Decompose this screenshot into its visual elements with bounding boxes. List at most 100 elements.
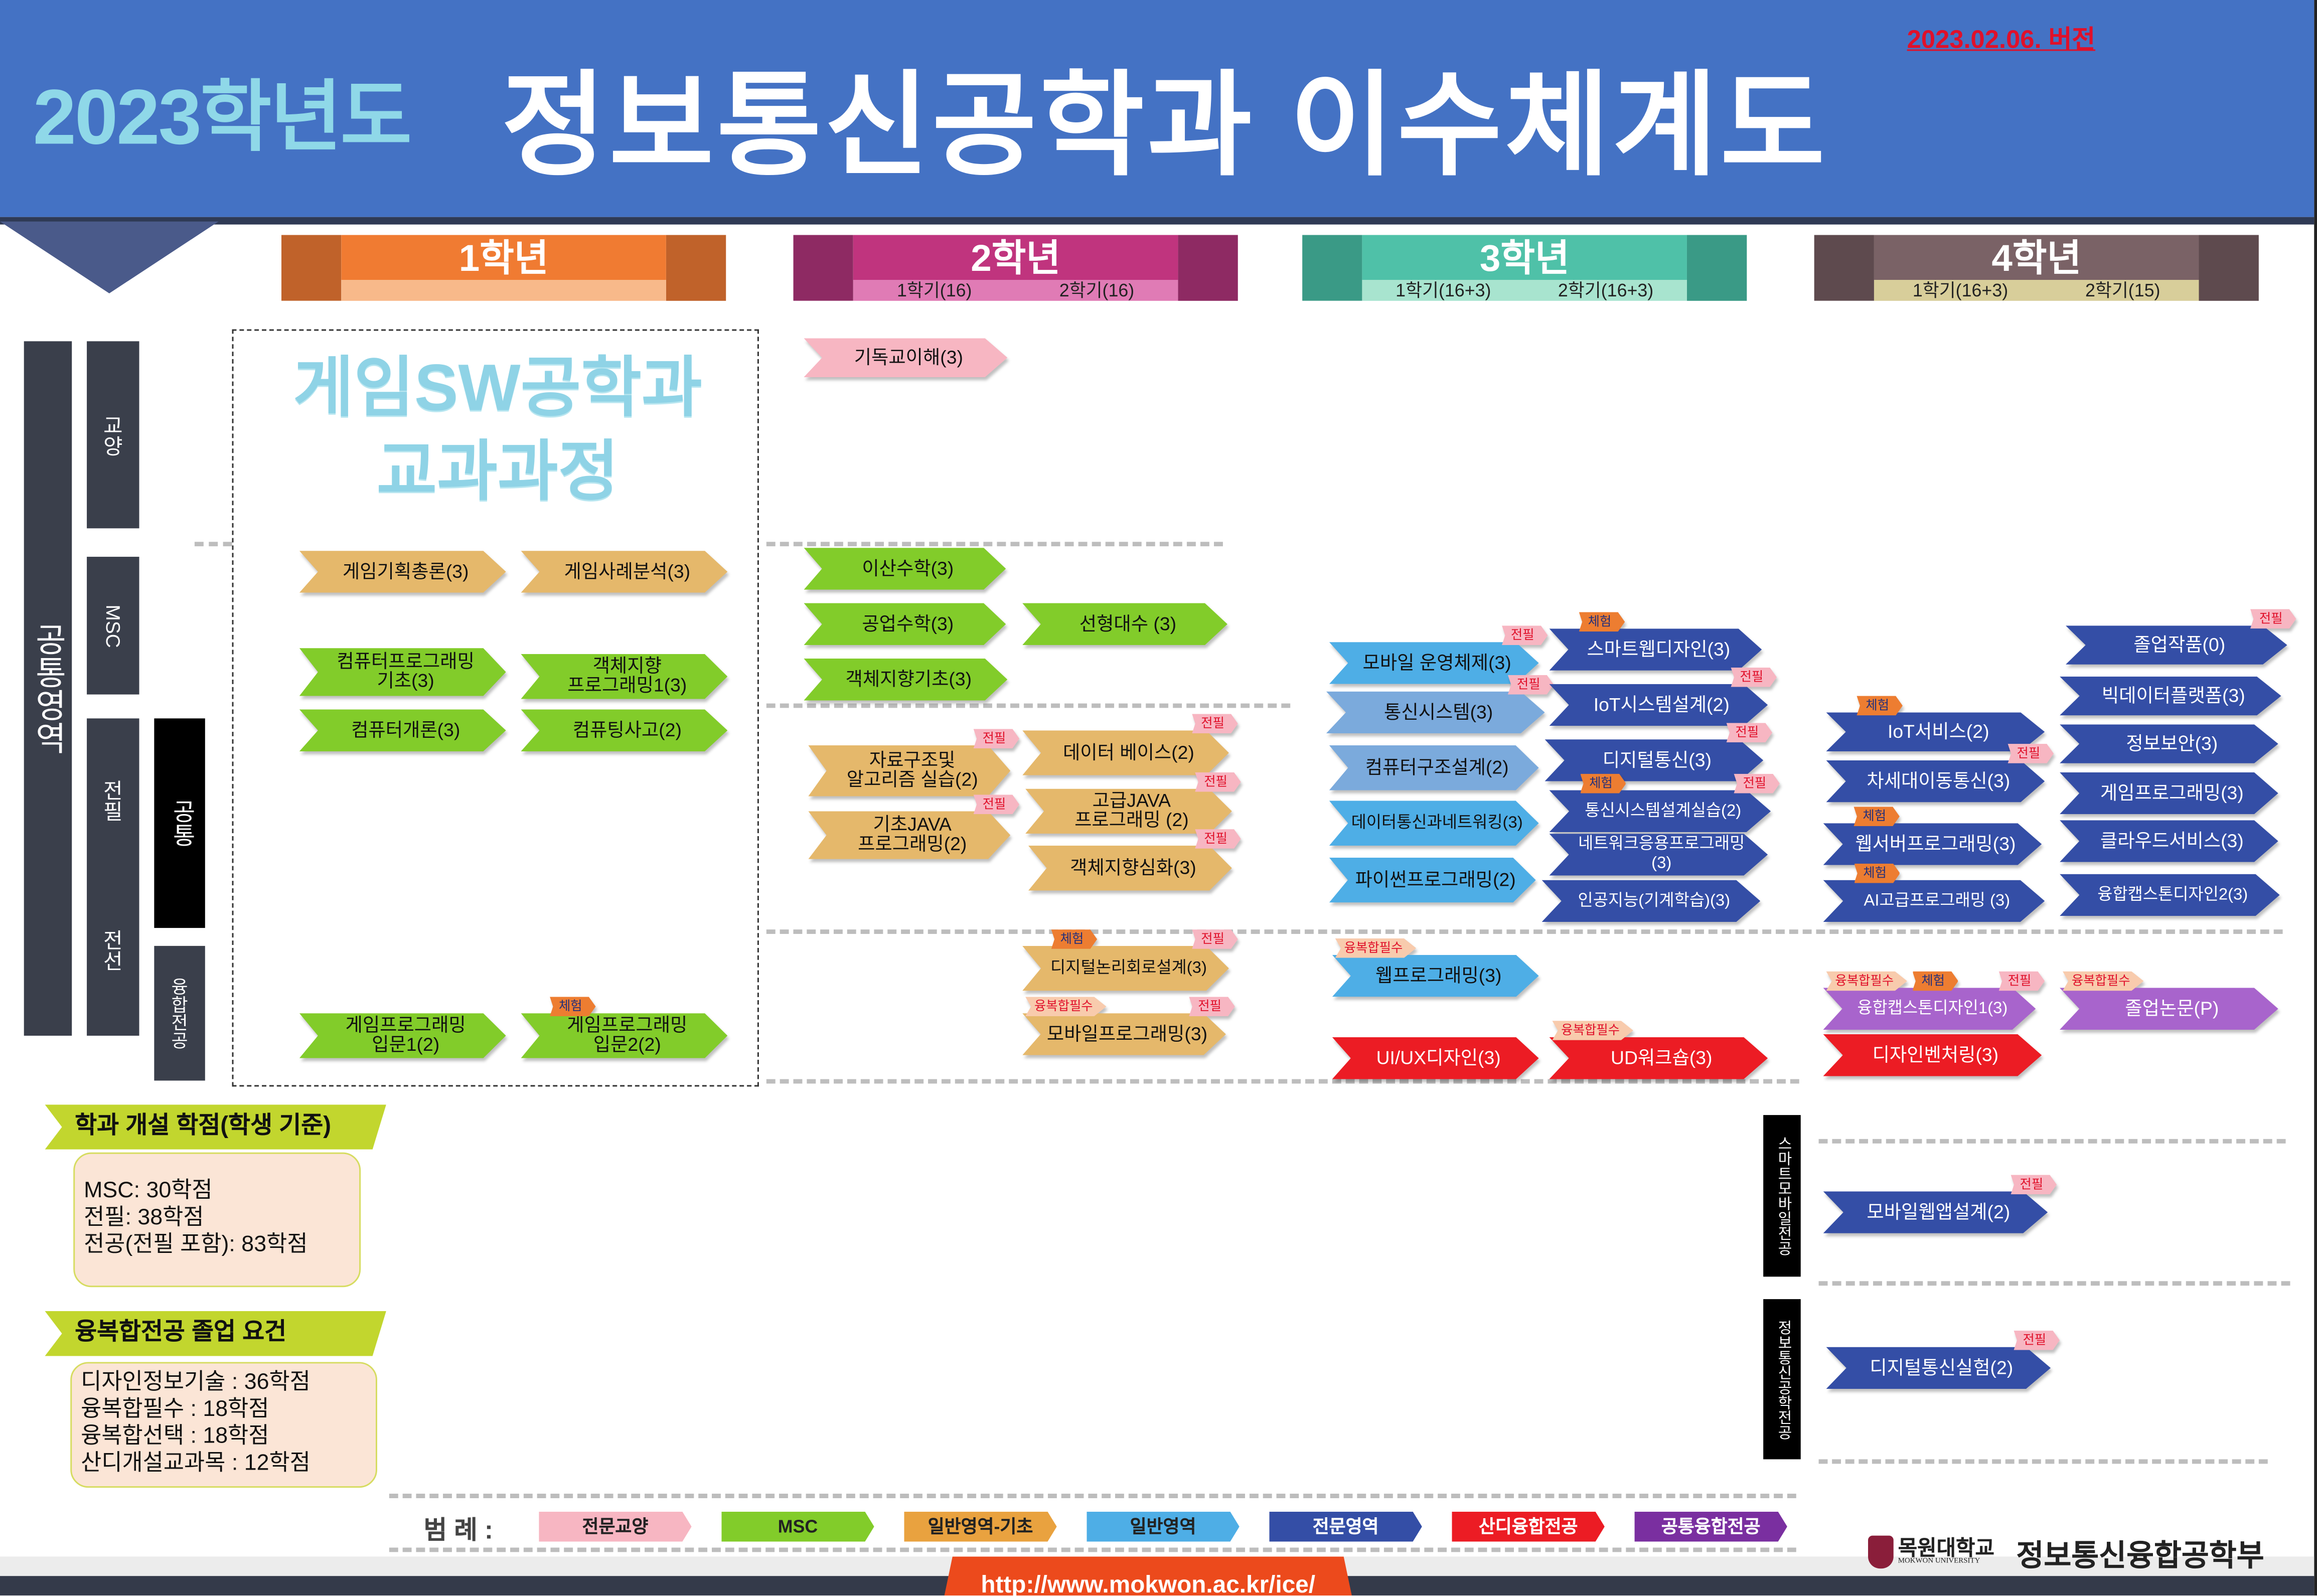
course-item[interactable]: 게임프로그래밍 입문1(2) (299, 1013, 506, 1058)
course-name: 디자인벤처링(3) (1823, 1034, 2042, 1076)
course-item[interactable]: UI/UX디자인(3) (1332, 1037, 1539, 1079)
year-header-3: 3학년 1학기(16+3)2학기(16+3) (1302, 235, 1747, 301)
course-item[interactable]: 디지털통신(3)전필 (1544, 723, 1773, 781)
course-item[interactable]: 데이터통신과네트워킹(3) (1329, 801, 1539, 846)
course-item[interactable]: 통신시스템(3)전필 (1326, 675, 1554, 734)
course-tag-badge: 체험 (1857, 696, 1903, 716)
course-name: UD워크숍(3) (1549, 1037, 1768, 1079)
requirement-line: 융복합선택 : 18학점 (81, 1423, 269, 1449)
course-item[interactable]: 파이썬프로그래밍(2) (1329, 857, 1536, 903)
course-item[interactable]: 융합캡스톤디자인2(3) (2059, 874, 2280, 916)
course-item[interactable]: 모바일웹앱설계(2)전필 (1823, 1175, 2057, 1233)
course-name: 인공지능(기계학습)(3) (1541, 880, 1761, 922)
course-item[interactable]: 기초JAVA 프로그래밍(2)전필 (808, 794, 1020, 859)
course-item[interactable]: 객체지향심화(3)전필 (1028, 829, 1241, 891)
course-item[interactable]: 차세대이동통신(3)전필 (1826, 744, 2054, 803)
course-item[interactable]: 클라우드서비스(3) (2059, 820, 2278, 862)
course-item[interactable]: 선형대수 (3) (1022, 603, 1227, 646)
course-item[interactable]: AI고급프로그래밍 (3)체험 (1823, 863, 2045, 922)
course-item[interactable]: 네트워크응용프로그래밍(3) (1549, 834, 1768, 876)
course-item[interactable]: 기독교이해(3) (804, 338, 1008, 377)
university-name-en: MOKWON UNIVERSITY (1898, 1558, 1980, 1566)
course-item[interactable]: 객체지향기초(3) (804, 658, 1008, 701)
semester-bar: 1학기(16+3)2학기(15) (1874, 280, 2199, 301)
year-header-1: 1학년 (281, 235, 726, 301)
course-name: 스마트웹디자인(3) (1549, 628, 1762, 671)
course-item[interactable]: 게임프로그래밍 입문2(2)체험 (521, 997, 728, 1058)
course-name: 객체지향심화(3) (1028, 845, 1232, 891)
course-name: 데이터통신과네트워킹(3) (1329, 801, 1539, 846)
course-item[interactable]: 자료구조및 알고리즘 실습(2)전필 (808, 729, 1020, 796)
course-item[interactable]: 게임기획총론(3) (299, 551, 506, 593)
course-name: 게임기획총론(3) (299, 551, 506, 593)
semester-2: 2학기(16) (1059, 280, 1135, 301)
course-name: 컴퓨터프로그래밍 기초(3) (299, 648, 506, 696)
course-item[interactable]: 디자인벤처링(3) (1823, 1034, 2042, 1076)
course-item[interactable]: 객체지향 프로그래밍1(3) (521, 654, 728, 699)
course-tag-badge: 전필 (2007, 744, 2054, 763)
course-tag-badge: 전필 (2011, 1175, 2057, 1195)
version-link[interactable]: 2023.02.06. 버전 (1907, 25, 2096, 54)
page-title: 정보통신공학과 이수체계도 (501, 63, 1828, 190)
course-item[interactable]: 스마트웹디자인(3)체험 (1549, 612, 1762, 671)
course-item[interactable]: 모바일 운영체제(3)전필 (1329, 625, 1548, 684)
course-item[interactable]: 빅데이터플랫폼(3) (2059, 676, 2281, 716)
course-item[interactable]: 졸업논문(P)융복합필수 (2059, 971, 2278, 1030)
course-item[interactable]: 고급JAVA 프로그래밍 (2)전필 (1025, 772, 1241, 834)
academic-year: 2023학년도 (33, 75, 412, 162)
course-item[interactable]: 웹서버프로그래밍(3)체험 (1823, 807, 2042, 865)
website-link[interactable]: http://www.mokwon.ac.kr/ice/ (940, 1556, 1356, 1595)
course-item[interactable]: 데이터 베이스(2)전필 (1022, 714, 1238, 775)
major-elective-label: 전선 (101, 929, 125, 972)
credits-banner: 학과 개설 학점(학생 기준) (45, 1104, 386, 1150)
course-item[interactable]: 게임프로그래밍(3) (2059, 772, 2278, 815)
course-item[interactable]: IoT시스템설계(2)전필 (1549, 667, 1777, 726)
legend-item: 전문교양 (539, 1511, 692, 1542)
course-tag-badge: 전필 (1195, 829, 1241, 849)
course-item[interactable]: 컴퓨터프로그래밍 기초(3) (299, 648, 506, 696)
course-tag-badge: 전필 (1507, 675, 1554, 695)
course-item[interactable]: IoT서비스(2)체험 (1826, 696, 2045, 751)
course-name: 공업수학(3) (804, 603, 1006, 646)
course-item[interactable]: 디지털통신실험(2)전필 (1826, 1330, 2060, 1389)
course-item[interactable]: UD워크숍(3)융복합필수 (1549, 1021, 1768, 1079)
course-item[interactable]: 공업수학(3) (804, 603, 1006, 646)
smart-mobile-major-label: 스마트모바일전공 (1763, 1115, 1801, 1277)
course-item[interactable]: 컴퓨팅사고(2) (521, 709, 728, 751)
year-header-4: 4학년 1학기(16+3)2학기(15) (1814, 235, 2259, 301)
course-name: 융합캡스톤디자인1(3) (1823, 988, 2036, 1030)
course-name: 클라우드서비스(3) (2059, 820, 2278, 862)
course-item[interactable]: 정보보안(3) (2059, 724, 2278, 763)
course-item[interactable]: 컴퓨터개론(3) (299, 709, 506, 751)
course-tag-badge: 융복합필수 (1826, 971, 1907, 991)
course-item[interactable]: 졸업작품(0)전필 (2065, 609, 2296, 665)
liberal-arts-label: 교양 (87, 341, 139, 529)
semester-1: 1학기(16) (896, 280, 972, 301)
course-item[interactable]: 이산수학(3) (804, 548, 1006, 590)
course-item[interactable]: 웹프로그래밍(3)융복합필수 (1332, 938, 1539, 997)
divider (1818, 1459, 2268, 1464)
credits-box: MSC: 30학점 전필: 38학점 전공(전필 포함): 83학점 (73, 1152, 361, 1288)
course-tag-badge: 전필 (1502, 625, 1548, 646)
course-item[interactable]: 게임사례분석(3) (521, 551, 728, 593)
course-name: 게임프로그래밍 입문1(2) (299, 1013, 506, 1058)
course-name: 모바일프로그래밍(3) (1022, 1013, 1226, 1055)
course-tag-badge: 전필 (1726, 723, 1773, 743)
course-item[interactable]: 컴퓨터구조설계(2) (1329, 745, 1539, 790)
university-name: 목원대학교 (1898, 1535, 1994, 1560)
course-item[interactable]: 인공지능(기계학습)(3) (1541, 880, 1761, 922)
divider (194, 542, 232, 547)
course-name: 자료구조및 알고리즘 실습(2) (808, 745, 1011, 796)
year-label: 1학년 (341, 235, 666, 280)
header-banner (0, 0, 2314, 217)
major-bar (87, 718, 139, 1036)
course-name: 선형대수 (3) (1022, 603, 1227, 646)
convergence-banner: 융복합전공 졸업 요건 (45, 1311, 386, 1356)
course-name: 게임프로그래밍(3) (2059, 772, 2278, 815)
year-label: 4학년 (1874, 235, 2199, 280)
